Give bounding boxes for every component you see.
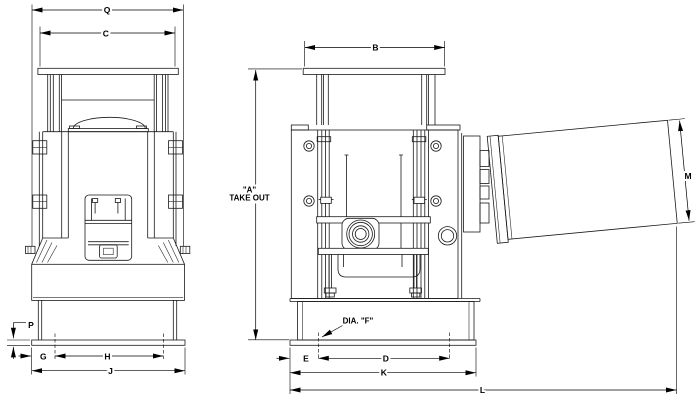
side-hole-centerlines (318, 332, 450, 360)
side-top-step-right (426, 124, 461, 131)
front-shoulders (31, 237, 185, 265)
front-top-plate (37, 67, 179, 75)
dimension-lines (7, 4, 677, 394)
side-top-plate (302, 67, 446, 75)
front-base-plate (31, 339, 186, 346)
side-bearing-assembly (316, 216, 458, 298)
dim-label-h: H (104, 351, 110, 361)
side-skirt-lines (302, 301, 470, 340)
side-bolts (303, 140, 442, 207)
dim-label-d: D (383, 353, 389, 363)
dim-label-a-line2: TAKE OUT (229, 194, 269, 203)
front-body-yoke (42, 131, 174, 239)
dim-label-j: J (108, 366, 113, 376)
dim-label-a-line1: "A" (243, 186, 257, 195)
side-view (289, 67, 490, 360)
dim-label-m: M (684, 171, 691, 181)
side-base-plate (289, 339, 477, 346)
front-view (25, 67, 191, 346)
dim-label-c: C (103, 29, 109, 39)
front-clamp-mechanism (84, 194, 133, 261)
side-guide-columns (316, 130, 427, 299)
dim-label-q: Q (104, 5, 111, 15)
front-tie-rods (25, 131, 191, 254)
front-bin (31, 263, 185, 301)
dim-label-k: K (381, 368, 388, 378)
dim-label-g: G (40, 351, 47, 361)
dim-label-l: L (480, 385, 485, 395)
motor-assembly (486, 118, 695, 244)
front-shoulder-hatch (36, 239, 180, 263)
dim-label-e: E (303, 353, 309, 363)
side-skirt (297, 301, 475, 341)
side-body-lines (289, 130, 481, 302)
front-columns (47, 74, 169, 132)
dim-label-b: B (372, 43, 378, 53)
side-body (290, 129, 459, 299)
front-dome (67, 116, 149, 133)
dimension-labels: Q C B "A" TAKE OUT M P G H J DIA. "F" E … (26, 3, 693, 397)
motor-bracket (461, 133, 490, 299)
dim-label-dia-f: DIA. "F" (343, 316, 374, 325)
dim-label-p: P (28, 320, 34, 330)
side-columns (316, 74, 436, 125)
front-legs (37, 300, 178, 340)
side-top-step-left (290, 124, 309, 131)
